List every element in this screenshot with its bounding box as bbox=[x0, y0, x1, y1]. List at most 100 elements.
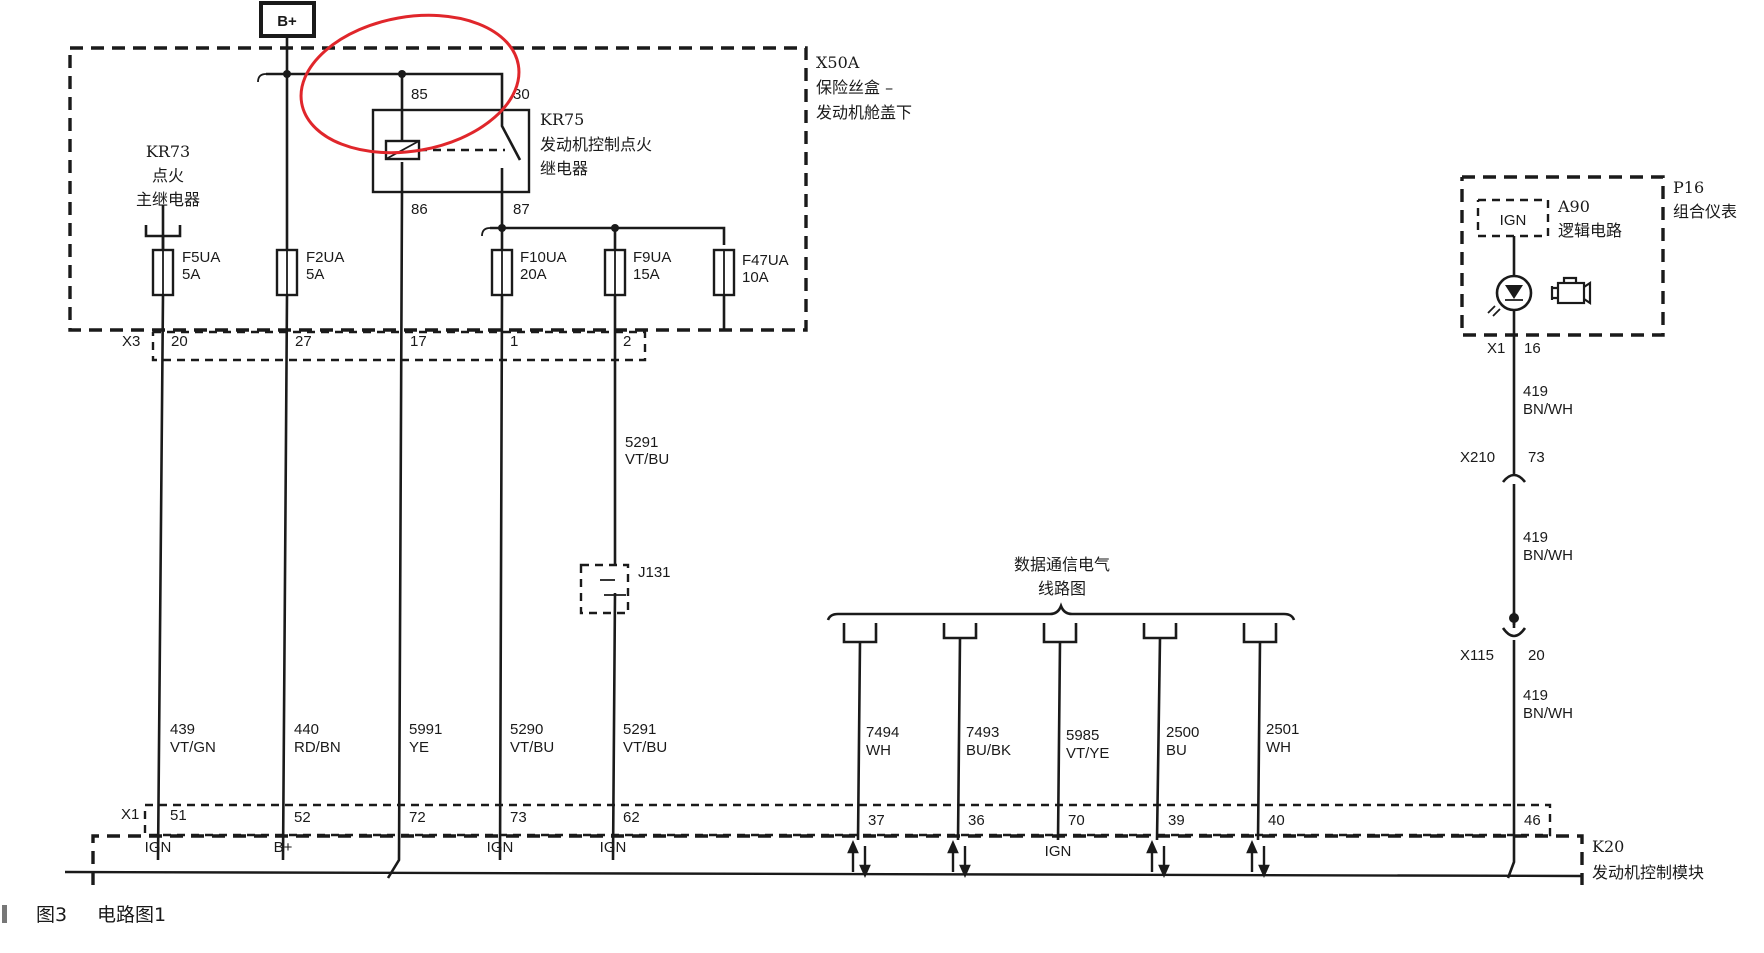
fuse-box-id: X50A bbox=[816, 53, 860, 72]
wire-upper-color: VT/BU bbox=[625, 451, 669, 468]
wire-circuit: 5991 bbox=[409, 721, 442, 738]
wire-circuit: 2501 bbox=[1266, 721, 1299, 738]
wire-circuit: 2500 bbox=[1166, 724, 1199, 741]
fuse-box-outline bbox=[68, 46, 808, 332]
ecm-pin: 39 bbox=[1168, 812, 1185, 829]
ecm-pin: 46 bbox=[1524, 812, 1541, 829]
ecm-x1-outline bbox=[143, 803, 1552, 837]
wire-color: BU bbox=[1166, 742, 1187, 759]
cluster-pin: 16 bbox=[1524, 340, 1541, 357]
relay-kr75-name-line1: 发动机控制点火 bbox=[540, 135, 652, 154]
fuse-rating: 20A bbox=[520, 266, 547, 283]
relay-kr73-name-line2: 主继电器 bbox=[136, 190, 200, 209]
cluster-logic-id: A90 bbox=[1557, 197, 1590, 216]
wire-5991 bbox=[386, 191, 404, 879]
ecm-id: K20 bbox=[1592, 837, 1624, 856]
relay-kr73-name-line1: 点火 bbox=[152, 166, 184, 185]
relay-87-bus bbox=[490, 192, 726, 245]
x3-pin: 2 bbox=[623, 333, 631, 350]
fuse-f5ua bbox=[151, 248, 175, 297]
relay-switch bbox=[500, 110, 522, 192]
cluster-logic-name: 逻辑电路 bbox=[1558, 221, 1622, 240]
wire-color: WH bbox=[1266, 739, 1291, 756]
wire-color: VT/BU bbox=[623, 739, 667, 756]
wire-circuit: 5290 bbox=[510, 721, 543, 738]
cluster-outline bbox=[1460, 175, 1665, 337]
right-wire-circuit: 419 bbox=[1523, 383, 1548, 400]
wire-color: RD/BN bbox=[294, 739, 341, 756]
ecm-pin: 37 bbox=[868, 812, 885, 829]
relay-kr73-id: KR73 bbox=[146, 142, 190, 161]
fuse-f9ua bbox=[603, 248, 627, 297]
splice-j131 bbox=[579, 563, 630, 615]
connector-x3-outline bbox=[151, 330, 647, 362]
ecm-pin-label: IGN bbox=[1045, 843, 1072, 860]
battery-label: B+ bbox=[277, 13, 297, 30]
ecm-pin-label: B+ bbox=[274, 839, 293, 856]
fuse-f47ua bbox=[712, 248, 736, 297]
inline-x115-pin-dot bbox=[1509, 613, 1519, 623]
wire-5290 bbox=[498, 228, 504, 861]
right-wire-color: BN/WH bbox=[1523, 705, 1573, 722]
fuse-box-name-line1: 保险丝盒 – bbox=[816, 78, 893, 97]
data-comm-bracket bbox=[826, 602, 1296, 621]
wire-color: WH bbox=[866, 742, 891, 759]
data-comm-line2: 线路图 bbox=[1038, 579, 1086, 598]
wire-440 bbox=[281, 74, 289, 861]
splice-j131-id: J131 bbox=[638, 564, 671, 581]
right-wire-color: BN/WH bbox=[1523, 547, 1573, 564]
wire-439 bbox=[156, 205, 165, 861]
inline-x210-pin: 73 bbox=[1528, 449, 1545, 466]
relay-kr75-name-line2: 继电器 bbox=[540, 159, 588, 178]
wire-circuit: 440 bbox=[294, 721, 319, 738]
relay-kr75-id: KR75 bbox=[540, 110, 584, 129]
fuse-name: F2UA bbox=[306, 249, 344, 266]
highlight-circle bbox=[299, 13, 521, 155]
ecm-pin: 73 bbox=[510, 809, 527, 826]
cluster-name: 组合仪表 bbox=[1673, 202, 1737, 221]
ecm-pin: 70 bbox=[1068, 812, 1085, 829]
fuse-box-name-line2: 发动机舱盖下 bbox=[816, 103, 912, 122]
splice-j131-hook bbox=[600, 579, 626, 596]
led-icon bbox=[1487, 274, 1533, 317]
caption-figure: 图3 bbox=[36, 904, 67, 926]
ecm-pin-label: IGN bbox=[487, 839, 514, 856]
fuse-name: F47UA bbox=[742, 252, 789, 269]
data-comm-line1: 数据通信电气 bbox=[1014, 555, 1110, 574]
cluster-id: P16 bbox=[1673, 178, 1704, 197]
wire-color: VT/GN bbox=[170, 739, 216, 756]
right-wire-circuit: 419 bbox=[1523, 687, 1548, 704]
caption-marker bbox=[2, 905, 7, 923]
bus-hook bbox=[257, 73, 267, 83]
relay-87-hook bbox=[481, 227, 491, 237]
ecm-ground-line bbox=[64, 870, 1583, 878]
caption-title: 电路图1 bbox=[97, 904, 166, 926]
wire-color: BU/BK bbox=[966, 742, 1011, 759]
fuse-rating: 10A bbox=[742, 269, 769, 286]
engine-icon bbox=[1550, 276, 1592, 306]
b-plus-bus bbox=[266, 36, 504, 110]
ecm-name: 发动机控制模块 bbox=[1592, 863, 1704, 882]
logic-outline bbox=[1476, 198, 1550, 238]
data-comm-connectors bbox=[842, 623, 1278, 841]
wire-circuit: 7494 bbox=[866, 724, 899, 741]
inline-x115-connector bbox=[1501, 612, 1527, 879]
wire-upper-circuit: 5291 bbox=[625, 434, 658, 451]
ecm-pin: 52 bbox=[294, 809, 311, 826]
cluster-ign: IGN bbox=[1500, 212, 1527, 229]
ecm-pin-label: IGN bbox=[145, 839, 172, 856]
ecm-pin-label: IGN bbox=[600, 839, 627, 856]
relay-pin-30: 30 bbox=[513, 86, 530, 103]
inline-x210-id: X210 bbox=[1460, 449, 1495, 466]
ecm-pin: 62 bbox=[623, 809, 640, 826]
ecm-pin: 51 bbox=[170, 807, 187, 824]
wire-color: YE bbox=[409, 739, 429, 756]
wire-circuit: 7493 bbox=[966, 724, 999, 741]
fuse-f10ua bbox=[490, 248, 514, 297]
fuse-rating: 5A bbox=[182, 266, 200, 283]
ecm-k20-outline bbox=[91, 834, 1584, 885]
relay-pin-87: 87 bbox=[513, 201, 530, 218]
relay-coil-diag bbox=[385, 140, 420, 160]
right-wire-color: BN/WH bbox=[1523, 401, 1573, 418]
